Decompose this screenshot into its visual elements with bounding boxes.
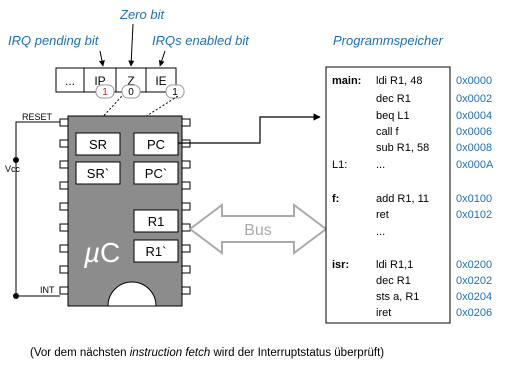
bit-ie-value: 1 <box>172 87 178 98</box>
program-label: isr: <box>332 259 349 271</box>
zero-bit-label: Zero bit <box>119 7 165 22</box>
program-instruction: dec R1 <box>376 275 411 287</box>
irqs-enabled-label: IRQs enabled bit <box>152 33 250 48</box>
register-sr: SR <box>89 137 107 152</box>
program-label: main: <box>332 75 361 87</box>
bit-ip: IP <box>94 74 105 88</box>
arrow-z <box>128 23 135 67</box>
arrow-ip <box>98 50 105 67</box>
program-label: f: <box>332 193 339 205</box>
program-instruction: ret <box>376 209 389 221</box>
program-memory <box>325 66 451 324</box>
program-label: L1: <box>332 159 347 171</box>
pin-int-label: INT <box>40 285 55 295</box>
bit-ie: IE <box>155 74 166 88</box>
bus-label: Bus <box>244 222 272 239</box>
program-instruction: beq L1 <box>376 110 410 122</box>
chip-notch <box>107 281 157 307</box>
caption: (Vor dem nächsten instruction fetch wird… <box>30 347 384 359</box>
pin-reset-label: RESET <box>22 112 53 122</box>
caption-em: instruction fetch <box>130 347 211 359</box>
program-address: 0x0000 <box>456 75 492 87</box>
program-address: 0x0100 <box>456 193 492 205</box>
program-address: 0x0102 <box>456 209 492 221</box>
program-instruction: ldi R1,1 <box>376 259 413 271</box>
caption-pre: (Vor dem nächsten <box>30 347 130 359</box>
register-sr-shadow: SR` <box>87 166 109 181</box>
program-instruction: ldi R1, 48 <box>376 75 422 87</box>
program-instruction: sts a, R1 <box>376 291 419 303</box>
irq-pending-label: IRQ pending bit <box>8 33 100 48</box>
register-pc-shadow: PC` <box>145 166 167 181</box>
wiring <box>13 121 60 299</box>
status-register: ... IP Z IE 1 0 1 <box>55 67 185 99</box>
program-instruction: ... <box>376 159 385 171</box>
arrow-ie <box>158 50 166 67</box>
chip-label-c: C <box>100 237 120 268</box>
registers: SR SR` PC PC` R1 R1` <box>75 132 179 263</box>
program-instruction: sub R1, 58 <box>376 142 429 154</box>
program-address: 0x0206 <box>456 307 492 319</box>
register-r1: R1 <box>148 214 165 229</box>
chip-label-mu: µ <box>83 237 100 268</box>
program-instruction: iret <box>376 307 391 319</box>
program-address: 0x0002 <box>456 93 492 105</box>
program-address: 0x000A <box>456 159 494 171</box>
program-address: 0x0004 <box>456 110 492 122</box>
program-instruction: dec R1 <box>376 93 411 105</box>
program-address: 0x0006 <box>456 126 492 138</box>
programmspeicher-label: Programmspeicher <box>333 33 443 48</box>
register-pc: PC <box>147 137 165 152</box>
bit-ip-value: 1 <box>102 87 108 98</box>
program-address: 0x0008 <box>456 142 492 154</box>
pc-arrow <box>178 113 321 144</box>
program-instruction: ... <box>376 226 385 238</box>
bit-z: Z <box>127 74 134 88</box>
vcc-label: Vcc <box>5 164 21 174</box>
program-address: 0x0200 <box>456 259 492 271</box>
program-address: 0x0204 <box>456 291 492 303</box>
register-r1-shadow: R1` <box>146 244 167 259</box>
program-rows: main: ldi R1, 48 0x0000 dec R1 0x0002 beq L1 0… <box>332 75 494 319</box>
program-instruction: call f <box>376 126 400 138</box>
bit-z-value: 0 <box>128 87 134 98</box>
bit-dots: ... <box>65 74 75 88</box>
program-instruction: add R1, 11 <box>376 193 429 205</box>
caption-post: wird der Interruptstatus überprüft) <box>210 347 384 359</box>
program-address: 0x0202 <box>456 275 492 287</box>
